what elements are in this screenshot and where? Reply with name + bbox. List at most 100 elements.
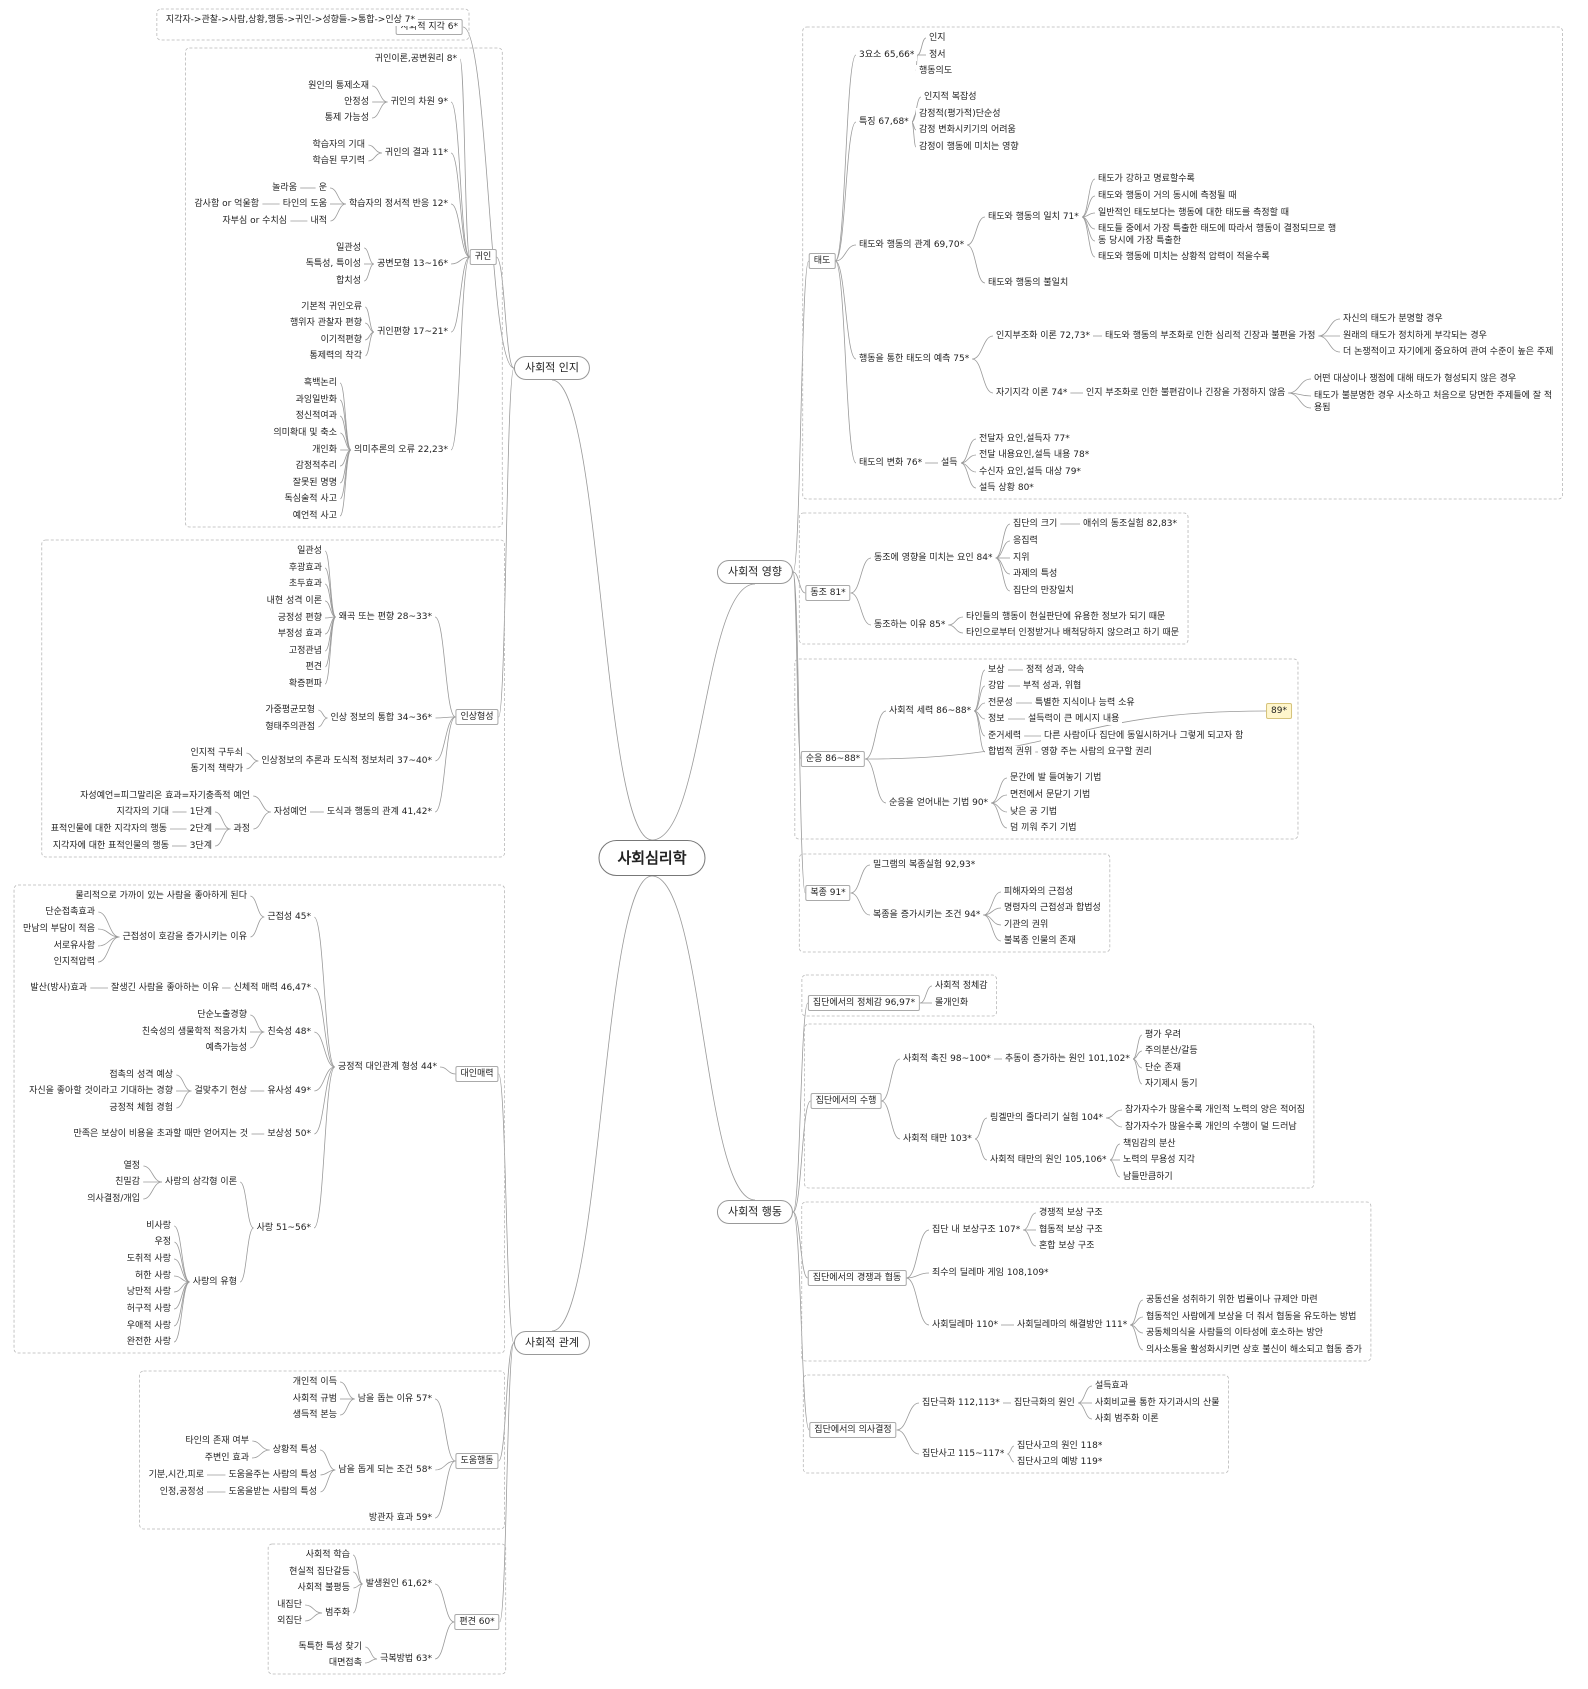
topic-node-b2c[interactable]: 방관자 효과 59* bbox=[365, 1512, 435, 1524]
topic-node-c1d1a2[interactable]: 원래의 태도가 정치하게 부각되는 경우 bbox=[1340, 330, 1490, 342]
topic-node-c3b1[interactable]: 문간에 발 들여놓기 기법 bbox=[1007, 772, 1105, 784]
topic-node-c3b3[interactable]: 낮은 공 기법 bbox=[1007, 806, 1061, 818]
topic-node-c1d[interactable]: 행동을 통한 태도의 예측 75* bbox=[856, 353, 973, 365]
topic-node-b3[interactable]: 편견 60* bbox=[454, 1614, 500, 1630]
topic-node-d2a1a[interactable]: 평가 우려 bbox=[1142, 1029, 1184, 1041]
topic-node-c1c2[interactable]: 태도와 행동의 불일치 bbox=[985, 277, 1072, 289]
topic-node-c1c1[interactable]: 태도와 행동의 일치 71* bbox=[985, 211, 1082, 223]
topic-node-a3a4[interactable]: 내현 성격 이론 bbox=[263, 595, 325, 607]
topic-node-d4b2[interactable]: 집단사고의 예방 119* bbox=[1014, 1456, 1106, 1468]
topic-node-c3a4a[interactable]: 설득력이 큰 메시지 내용 bbox=[1025, 713, 1123, 725]
topic-node-a2d1[interactable]: 운 bbox=[315, 182, 330, 194]
topic-node-d2b2a[interactable]: 책임감의 분산 bbox=[1120, 1138, 1179, 1150]
topic-node-c3b2[interactable]: 면전에서 문닫기 기법 bbox=[1007, 789, 1094, 801]
topic-node-a2d1a[interactable]: 놀라움 bbox=[269, 182, 300, 194]
topic-node-b1a3c[interactable]: 예측가능성 bbox=[202, 1042, 250, 1054]
topic-node-b1a3[interactable]: 친숙성 48* bbox=[264, 1026, 314, 1038]
topic-node-a3b2[interactable]: 형태주의관점 bbox=[262, 721, 318, 733]
topic-node-b3b1[interactable]: 독특한 특성 찾기 bbox=[295, 1641, 365, 1653]
topic-node-c4b3[interactable]: 기관의 권위 bbox=[1001, 919, 1052, 931]
topic-node-a3a6[interactable]: 부정성 효과 bbox=[274, 628, 325, 640]
topic-node-c4[interactable]: 복종 91* bbox=[805, 885, 851, 901]
topic-node-b1a1a[interactable]: 물리적으로 가까이 있는 사람을 좋아하게 된다 bbox=[72, 890, 250, 902]
topic-node-d4a1a[interactable]: 설득효과 bbox=[1092, 1380, 1132, 1392]
topic-node-b1a4[interactable]: 유사성 49* bbox=[264, 1085, 314, 1097]
topic-node-b2b1a[interactable]: 타인의 존재 여부 bbox=[182, 1435, 252, 1447]
topic-node-b1a2a[interactable]: 잘생긴 사람을 좋아하는 이유 bbox=[108, 982, 222, 994]
topic-node-b1a1b1[interactable]: 단순접촉효과 bbox=[42, 906, 98, 918]
topic-node-c1d2a1[interactable]: 어떤 대상이나 쟁점에 대해 태도가 형성되지 않은 경우 bbox=[1311, 373, 1520, 385]
topic-node-c4b2[interactable]: 명령자의 근접성과 합법성 bbox=[1001, 902, 1104, 914]
topic-node-c3a6[interactable]: 합법적 권위 bbox=[985, 746, 1036, 758]
topic-node-b2b1b[interactable]: 주변인 효과 bbox=[201, 1452, 252, 1464]
topic-node-b1a4a2[interactable]: 자신을 좋아할 것이라고 기대하는 경향 bbox=[26, 1085, 176, 1097]
topic-node-a3a8[interactable]: 편견 bbox=[302, 661, 325, 673]
topic-node-a3b[interactable]: 인상 정보의 통합 34~36* bbox=[327, 712, 435, 724]
topic-node-d3[interactable]: 집단에서의 경쟁과 협동 bbox=[807, 1270, 907, 1286]
topic-node-a2b[interactable]: 귀인의 차원 9* bbox=[387, 96, 451, 108]
topic-node-c2a[interactable]: 동조에 영향을 미치는 요인 84* bbox=[871, 552, 996, 564]
topic-node-d2a1b[interactable]: 주의분산/갈등 bbox=[1142, 1045, 1201, 1057]
topic-node-c2b[interactable]: 동조하는 이유 85* bbox=[871, 619, 949, 631]
topic-node-d2a1[interactable]: 추동이 증가하는 원인 101,102* bbox=[1002, 1053, 1133, 1065]
topic-node-b1a6b5[interactable]: 낭만적 사랑 bbox=[123, 1286, 174, 1298]
topic-node-c1e1c[interactable]: 수신자 요인,설득 대상 79* bbox=[976, 466, 1084, 478]
topic-node-b3a1[interactable]: 사회적 학습 bbox=[302, 1549, 353, 1561]
topic-node-d3c1d[interactable]: 의사소통을 활성화시키면 상호 불신이 해소되고 협동 증가 bbox=[1143, 1344, 1365, 1356]
topic-node-a3c[interactable]: 인상정보의 추론과 도식적 정보처리 37~40* bbox=[258, 755, 435, 767]
topic-node-c1b2[interactable]: 감정적(평가적)단순성 bbox=[916, 108, 1004, 120]
topic-node-d4a[interactable]: 집단극화 112,113* bbox=[919, 1397, 1003, 1409]
topic-node-d4a1c[interactable]: 사회 범주화 이론 bbox=[1092, 1413, 1162, 1425]
topic-node-b1a6b4[interactable]: 허한 사랑 bbox=[132, 1270, 174, 1282]
topic-node-c1c1e[interactable]: 태도와 행동에 미치는 상황적 압력이 적을수록 bbox=[1095, 251, 1273, 263]
topic-node-a2a[interactable]: 귀인이론,공변원리 8* bbox=[371, 53, 460, 65]
topic-node-d2b2[interactable]: 사회적 태만의 원인 105,106* bbox=[987, 1154, 1110, 1166]
topic-node-c3[interactable]: 순응 86~88* bbox=[800, 751, 866, 767]
topic-node-d2[interactable]: 집단에서의 수행 bbox=[810, 1093, 882, 1109]
topic-node-c1b1[interactable]: 인지적 복잡성 bbox=[921, 91, 980, 103]
topic-node-c3b4[interactable]: 덤 끼워 주기 기법 bbox=[1007, 822, 1080, 834]
topic-node-c1c1d2[interactable]: 동 당시에 가장 특출한 bbox=[1095, 235, 1185, 247]
topic-node-d2b2c[interactable]: 남들만큼하기 bbox=[1120, 1171, 1176, 1183]
topic-node-d3a1[interactable]: 경쟁적 보상 구조 bbox=[1036, 1207, 1106, 1219]
topic-node-c1c1a[interactable]: 태도가 강하고 명료할수록 bbox=[1095, 173, 1198, 185]
topic-node-b2b1[interactable]: 상황적 특성 bbox=[269, 1444, 320, 1456]
topic-node-a2f1[interactable]: 기본적 귀인오류 bbox=[298, 301, 365, 313]
topic-node-c1d2a[interactable]: 인지 부조화로 인한 불편감이나 긴장을 가정하지 않음 bbox=[1083, 387, 1289, 399]
topic-node-c1b3[interactable]: 감정 변화시키기의 어려움 bbox=[916, 124, 1019, 136]
topic-node-b2b3[interactable]: 도움을받는 사람의 특성 bbox=[225, 1486, 320, 1498]
topic-node-b1a6b7[interactable]: 우애적 사랑 bbox=[123, 1320, 174, 1332]
topic-node-b1a6b[interactable]: 사랑의 유형 bbox=[189, 1276, 240, 1288]
topic-node-a2g5[interactable]: 개인화 bbox=[309, 444, 340, 456]
topic-node-b1a4a[interactable]: 걸맞추기 현상 bbox=[191, 1085, 250, 1097]
topic-node-c1d2a3[interactable]: 용됨 bbox=[1311, 402, 1334, 414]
topic-node-c1c1c[interactable]: 일반적인 태도보다는 행동에 대한 태도를 측정할 때 bbox=[1095, 207, 1293, 219]
topic-node-a2g1[interactable]: 흑백논리 bbox=[300, 377, 340, 389]
topic-node-c1e[interactable]: 태도의 변화 76* bbox=[856, 457, 926, 469]
topic-node-b1a1b4[interactable]: 인지적압력 bbox=[50, 956, 98, 968]
root-topic[interactable]: 사회심리학 bbox=[598, 840, 706, 876]
topic-node-c4b4[interactable]: 불복종 인물의 존재 bbox=[1001, 935, 1079, 947]
main-topic-a[interactable]: 사회적 인지 bbox=[513, 356, 591, 380]
topic-node-b3a[interactable]: 발생원인 61,62* bbox=[362, 1578, 435, 1590]
topic-node-b1a6a1[interactable]: 열정 bbox=[120, 1160, 143, 1172]
topic-node-a3c1[interactable]: 인지적 구두쇠 bbox=[187, 747, 246, 759]
topic-node-c1d1a3[interactable]: 더 논쟁적이고 자기에게 중요하여 관여 수준이 높은 주제 bbox=[1340, 346, 1557, 358]
topic-node-b2a3[interactable]: 생득적 본능 bbox=[289, 1409, 340, 1421]
topic-node-d3c1[interactable]: 사회딜레마의 해결방안 111* bbox=[1014, 1319, 1131, 1331]
topic-node-c1c[interactable]: 태도와 행동의 관계 69,70* bbox=[856, 239, 968, 251]
topic-node-b1a6b1[interactable]: 비사랑 bbox=[143, 1220, 174, 1232]
topic-node-d2b1b[interactable]: 참가자수가 많을수록 개인의 수행이 덜 드러남 bbox=[1122, 1121, 1300, 1133]
topic-node-b1a6a[interactable]: 사랑의 삼각형 이론 bbox=[162, 1176, 240, 1188]
topic-node-a2b3[interactable]: 통제 가능성 bbox=[321, 112, 372, 124]
topic-node-d1[interactable]: 집단에서의 정체감 96,97* bbox=[807, 995, 921, 1011]
topic-node-a3d[interactable]: 도식과 행동의 관계 41,42* bbox=[323, 806, 435, 818]
topic-node-c1d1a[interactable]: 태도와 행동의 부조화로 인한 심리적 긴장과 불편을 가정 bbox=[1102, 330, 1319, 342]
topic-node-a3c2[interactable]: 동기적 책략가 bbox=[187, 763, 246, 775]
topic-node-a3d1b2[interactable]: 2단계 bbox=[186, 823, 215, 835]
topic-node-a3[interactable]: 인상형성 bbox=[455, 709, 499, 725]
topic-node-c1d1[interactable]: 인지부조화 이론 72,73* bbox=[993, 330, 1093, 342]
topic-node-b3a4[interactable]: 범주화 bbox=[322, 1607, 353, 1619]
topic-node-c3a2[interactable]: 강압 bbox=[985, 680, 1008, 692]
topic-node-a2f4[interactable]: 통제력의 착각 bbox=[306, 350, 365, 362]
